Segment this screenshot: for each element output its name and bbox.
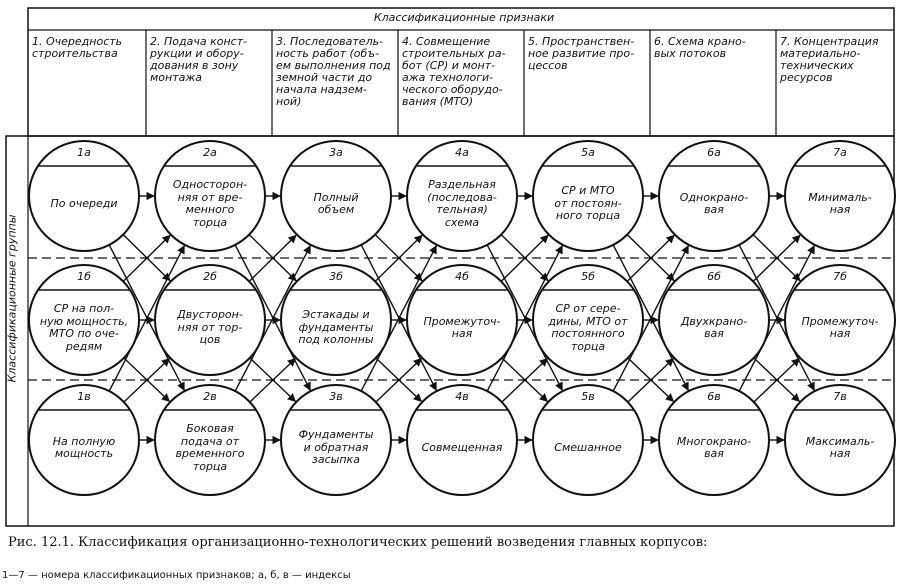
arrow-2в-3б	[249, 358, 297, 403]
arrow-1б-2а	[122, 234, 171, 282]
node-text: Двухкрано- вая	[680, 314, 748, 340]
arrow-4в-5а	[486, 245, 563, 392]
node-circle-4в	[406, 384, 518, 496]
nodes	[28, 140, 896, 496]
arrow-5в-6б	[627, 358, 675, 403]
node-text: На полную мощность	[52, 434, 116, 460]
node-circle-6а	[658, 140, 770, 252]
node-index: 2а	[203, 146, 217, 159]
arrow-3в-4б	[375, 358, 423, 403]
node-index: 5б	[581, 270, 595, 283]
node-index: 4б	[455, 270, 469, 283]
column-dividers	[145, 30, 777, 136]
node-text: Смешанное	[554, 440, 622, 454]
node-text: Промежуточ- ная	[423, 314, 501, 340]
node-text: Максималь- ная	[805, 434, 875, 460]
arrow-3б-4а	[374, 234, 423, 282]
node-text: Промежуточ- ная	[801, 314, 879, 340]
column-header-5: 5. Пространствен- ное развитие про- цесс…	[528, 36, 635, 72]
node-index: 2в	[203, 390, 217, 403]
node-index: 4а	[455, 146, 469, 159]
node-text: Минималь- ная	[808, 190, 872, 216]
node-circle-5в	[532, 384, 644, 496]
node-index: 3а	[329, 146, 343, 159]
node-circle-3в	[280, 384, 392, 496]
node-circle-7б	[784, 264, 896, 376]
node-index: 3б	[329, 270, 343, 283]
node-circle-2в	[154, 384, 266, 496]
node-index: 2б	[203, 270, 217, 283]
node-index: 7в	[833, 390, 847, 403]
arrow-6б-7а	[752, 234, 801, 282]
arrow-6в-7а	[738, 245, 815, 392]
side-label-text: Классификационные группы	[5, 214, 19, 383]
node-circle-4б	[406, 264, 518, 376]
node-index: 6а	[707, 146, 721, 159]
connection-arrows	[108, 191, 815, 445]
node-circle-3а	[280, 140, 392, 252]
figure-legend: 1—7 — номера классификационных признаков…	[2, 570, 351, 581]
node-circle-2б	[154, 264, 266, 376]
node-index: 5в	[581, 390, 595, 403]
node-index: 7а	[833, 146, 847, 159]
node-index: 1а	[77, 146, 91, 159]
node-text: Односторон- няя от вре- менного торца	[172, 178, 248, 229]
arrow-4б-5а	[500, 234, 549, 282]
node-index: 6б	[707, 270, 721, 283]
node-circle-1б	[28, 264, 140, 376]
node-text: СР и МТО от постоян- ного торца	[554, 184, 622, 223]
node-index: 1в	[77, 390, 91, 403]
node-index: 7б	[833, 270, 847, 283]
node-index: 3в	[329, 390, 343, 403]
node-text: Совмещенная	[421, 440, 503, 454]
node-text: Полный объем	[313, 190, 359, 216]
node-text: СР на пол- ную мощность, МТО по оче- ред…	[39, 302, 129, 353]
node-index: 1б	[77, 270, 91, 283]
node-circle-1а	[28, 140, 140, 252]
node-circle-3б	[280, 264, 392, 376]
node-circle-6б	[658, 264, 770, 376]
arrow-1в-2б	[123, 358, 171, 403]
node-circle-1в	[28, 384, 140, 496]
node-index: 6в	[707, 390, 721, 403]
arrow-5б-6а	[626, 234, 675, 282]
node-text: Многокрано- вая	[676, 434, 752, 460]
node-text: Фундаменты и обратная засыпка	[298, 428, 374, 467]
node-circle-7в	[784, 384, 896, 496]
arrow-1в-2а	[108, 245, 185, 392]
node-circle-4а	[406, 140, 518, 252]
node-text: СР от сере- дины, МТО от постоянного тор…	[548, 302, 628, 353]
node-index: 5а	[581, 146, 595, 159]
node-text: Двусторон- няя от тор- цов	[177, 308, 243, 347]
node-text: По очереди	[50, 196, 118, 210]
column-header-3: 3. Последователь- ность работ (объ- ем в…	[276, 36, 391, 108]
column-header-4: 4. Совмещение строительных ра- бот (СР) …	[402, 36, 506, 108]
node-text: Раздельная (последова- тельная) схема	[427, 178, 497, 229]
column-header-2: 2. Подача конст- рукции и обору- дования…	[150, 36, 248, 84]
arrow-6в-7б	[753, 358, 801, 403]
arrow-2б-3а	[248, 234, 297, 282]
column-header-6: 6. Схема крано- вых потоков	[654, 36, 746, 60]
node-circle-5б	[532, 264, 644, 376]
header-title: Классификационные признаки	[373, 12, 555, 24]
arrow-3в-4а	[360, 245, 437, 392]
node-circle-6в	[658, 384, 770, 496]
arrow-4в-5б	[501, 358, 549, 403]
figure-caption: Рис. 12.1. Классификация организационно-…	[8, 535, 708, 550]
column-header-7: 7. Концентрация материально- технических…	[780, 36, 879, 84]
node-text: Эстакады и фундаменты под колонны	[298, 308, 374, 347]
node-circle-5а	[532, 140, 644, 252]
arrow-2в-3а	[234, 245, 311, 392]
node-text: Однокрано- вая	[679, 190, 749, 216]
node-circle-7а	[784, 140, 896, 252]
column-header-1: 1. Очередность строительства	[32, 36, 123, 60]
node-text: Боковая подача от временного торца	[175, 422, 245, 473]
arrow-5в-6а	[612, 245, 689, 392]
node-index: 4в	[455, 390, 469, 403]
row-dividers	[28, 257, 894, 381]
node-circle-2а	[154, 140, 266, 252]
